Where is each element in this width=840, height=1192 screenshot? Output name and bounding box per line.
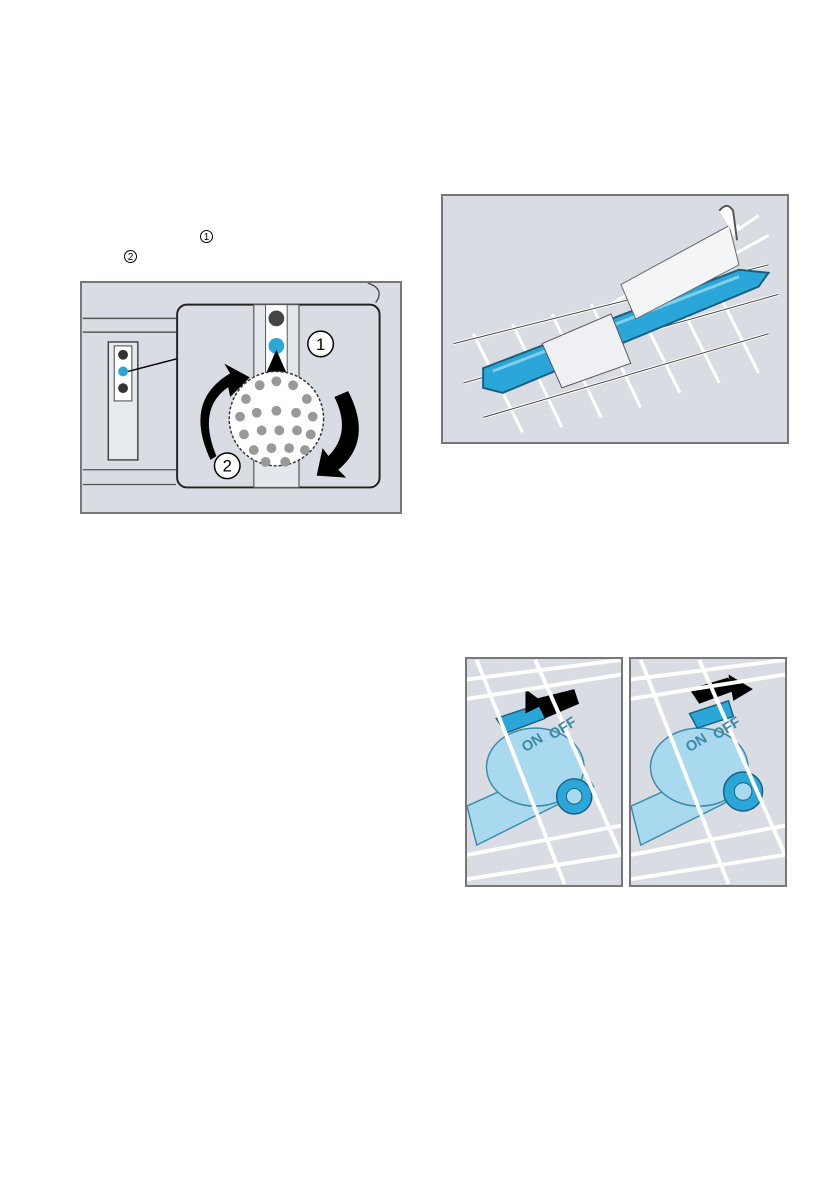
step-label-1: 1: [316, 335, 325, 354]
circled-number-2: 2: [124, 250, 137, 263]
switch-off-illustration: ON OFF: [631, 659, 785, 885]
figure-basket-spray-rail: [441, 194, 789, 444]
switch-on-illustration: ON OFF: [467, 659, 621, 885]
callout-marker-1: 1: [200, 229, 213, 243]
callout-marker-2: 2: [124, 249, 137, 263]
figure-filter-rotation: 1 2: [80, 281, 402, 514]
figure-switch-off: ON OFF: [629, 657, 787, 887]
figure-switch-on: ON OFF: [465, 657, 623, 887]
circled-number-1: 1: [200, 230, 213, 243]
step-label-2: 2: [223, 457, 232, 476]
filter-rotation-illustration: 1 2: [82, 283, 400, 512]
basket-illustration: [443, 196, 787, 442]
